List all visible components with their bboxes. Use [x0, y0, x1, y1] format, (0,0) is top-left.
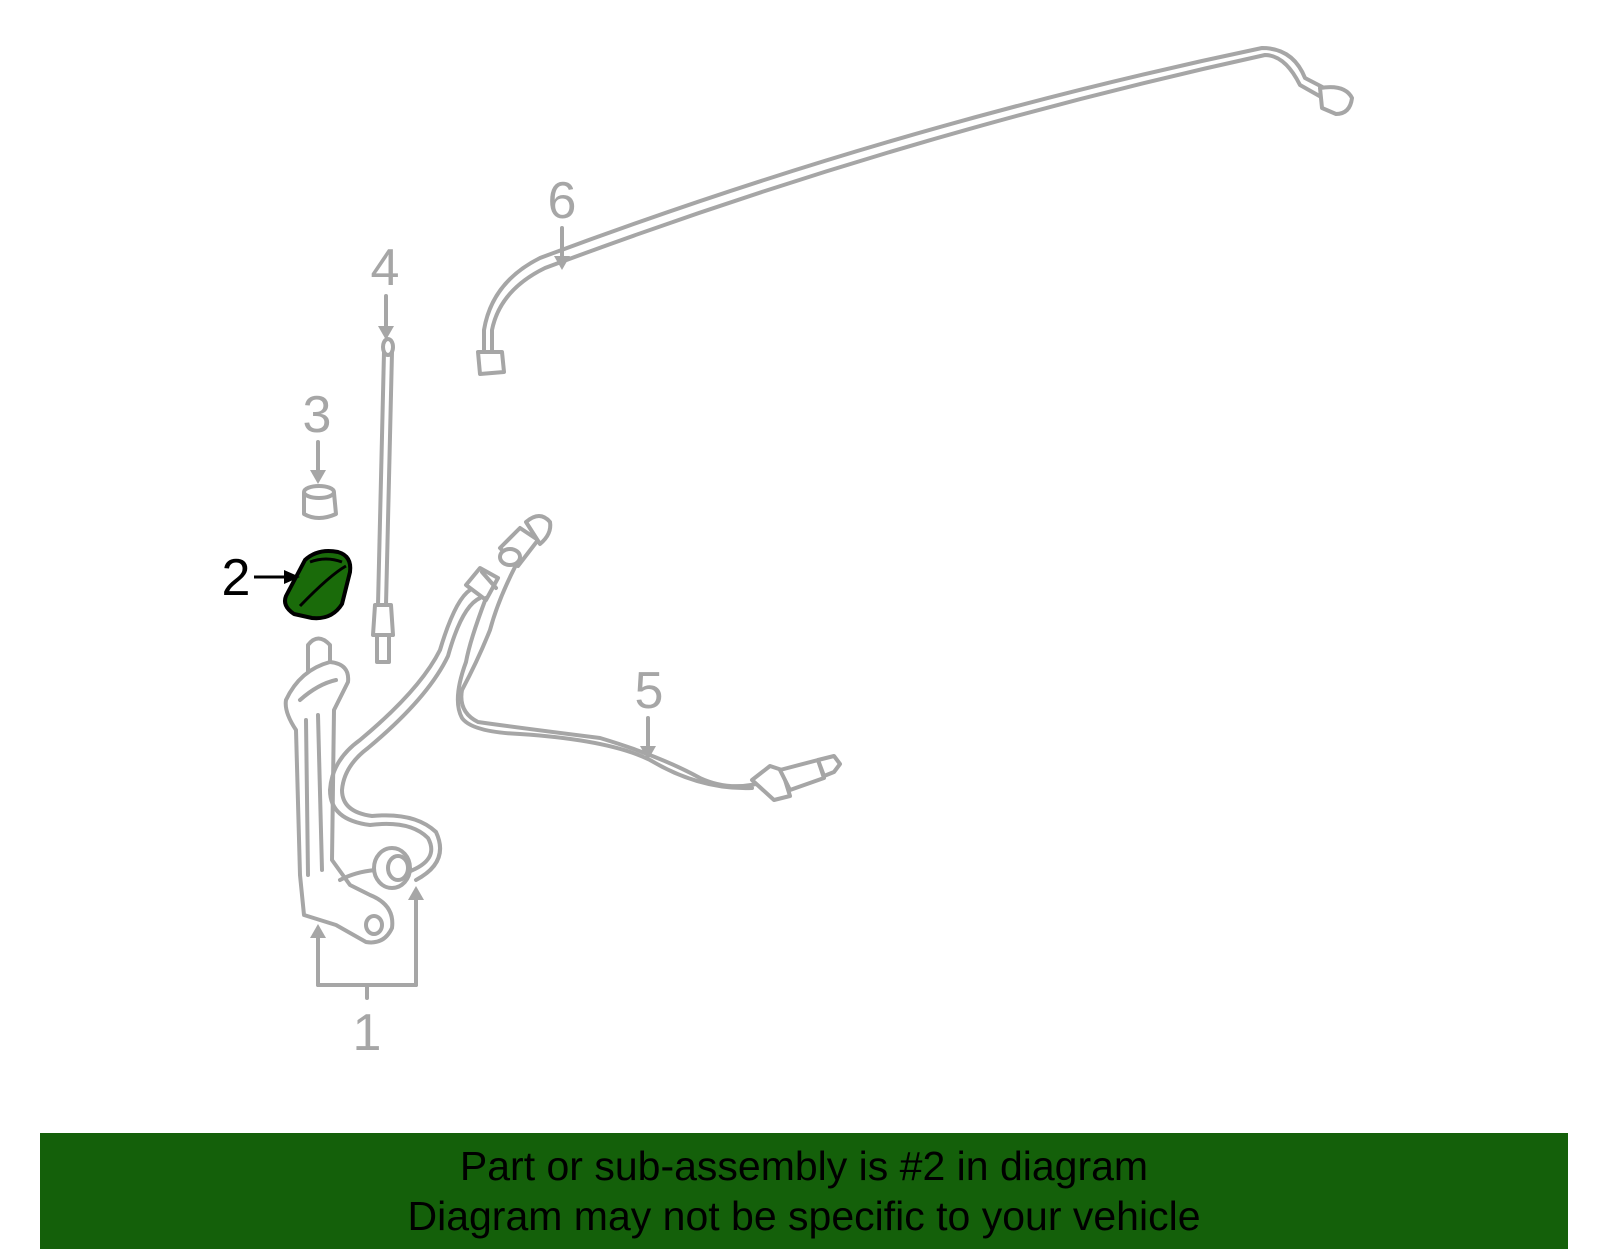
- banner-line-2: Diagram may not be specific to your vehi…: [407, 1193, 1201, 1239]
- part-1-antenna-base[interactable]: [283, 636, 412, 945]
- part-6-roof-cable[interactable]: [476, 46, 1354, 376]
- svg-text:1: 1: [353, 1004, 382, 1062]
- svg-text:2: 2: [222, 549, 251, 607]
- svg-text:6: 6: [548, 172, 577, 230]
- banner-line-1: Part or sub-assembly is #2 in diagram: [459, 1143, 1149, 1189]
- part-5-lead-in-cable[interactable]: [328, 514, 842, 882]
- svg-text:3: 3: [303, 386, 332, 444]
- svg-text:4: 4: [371, 239, 400, 297]
- part-3-cap[interactable]: [302, 484, 338, 520]
- part-4-antenna-mast[interactable]: [371, 337, 395, 664]
- callout-5: 5: [635, 662, 664, 760]
- callout-4: 4: [371, 239, 400, 340]
- part-2-bezel-highlighted[interactable]: [283, 549, 353, 621]
- callout-3: 3: [303, 386, 332, 484]
- callout-2: 2: [222, 549, 300, 607]
- callout-6: 6: [548, 172, 577, 270]
- svg-text:5: 5: [635, 662, 664, 720]
- info-banner: Part or sub-assembly is #2 in diagram Di…: [40, 1133, 1568, 1249]
- callout-1: 1: [310, 886, 424, 1062]
